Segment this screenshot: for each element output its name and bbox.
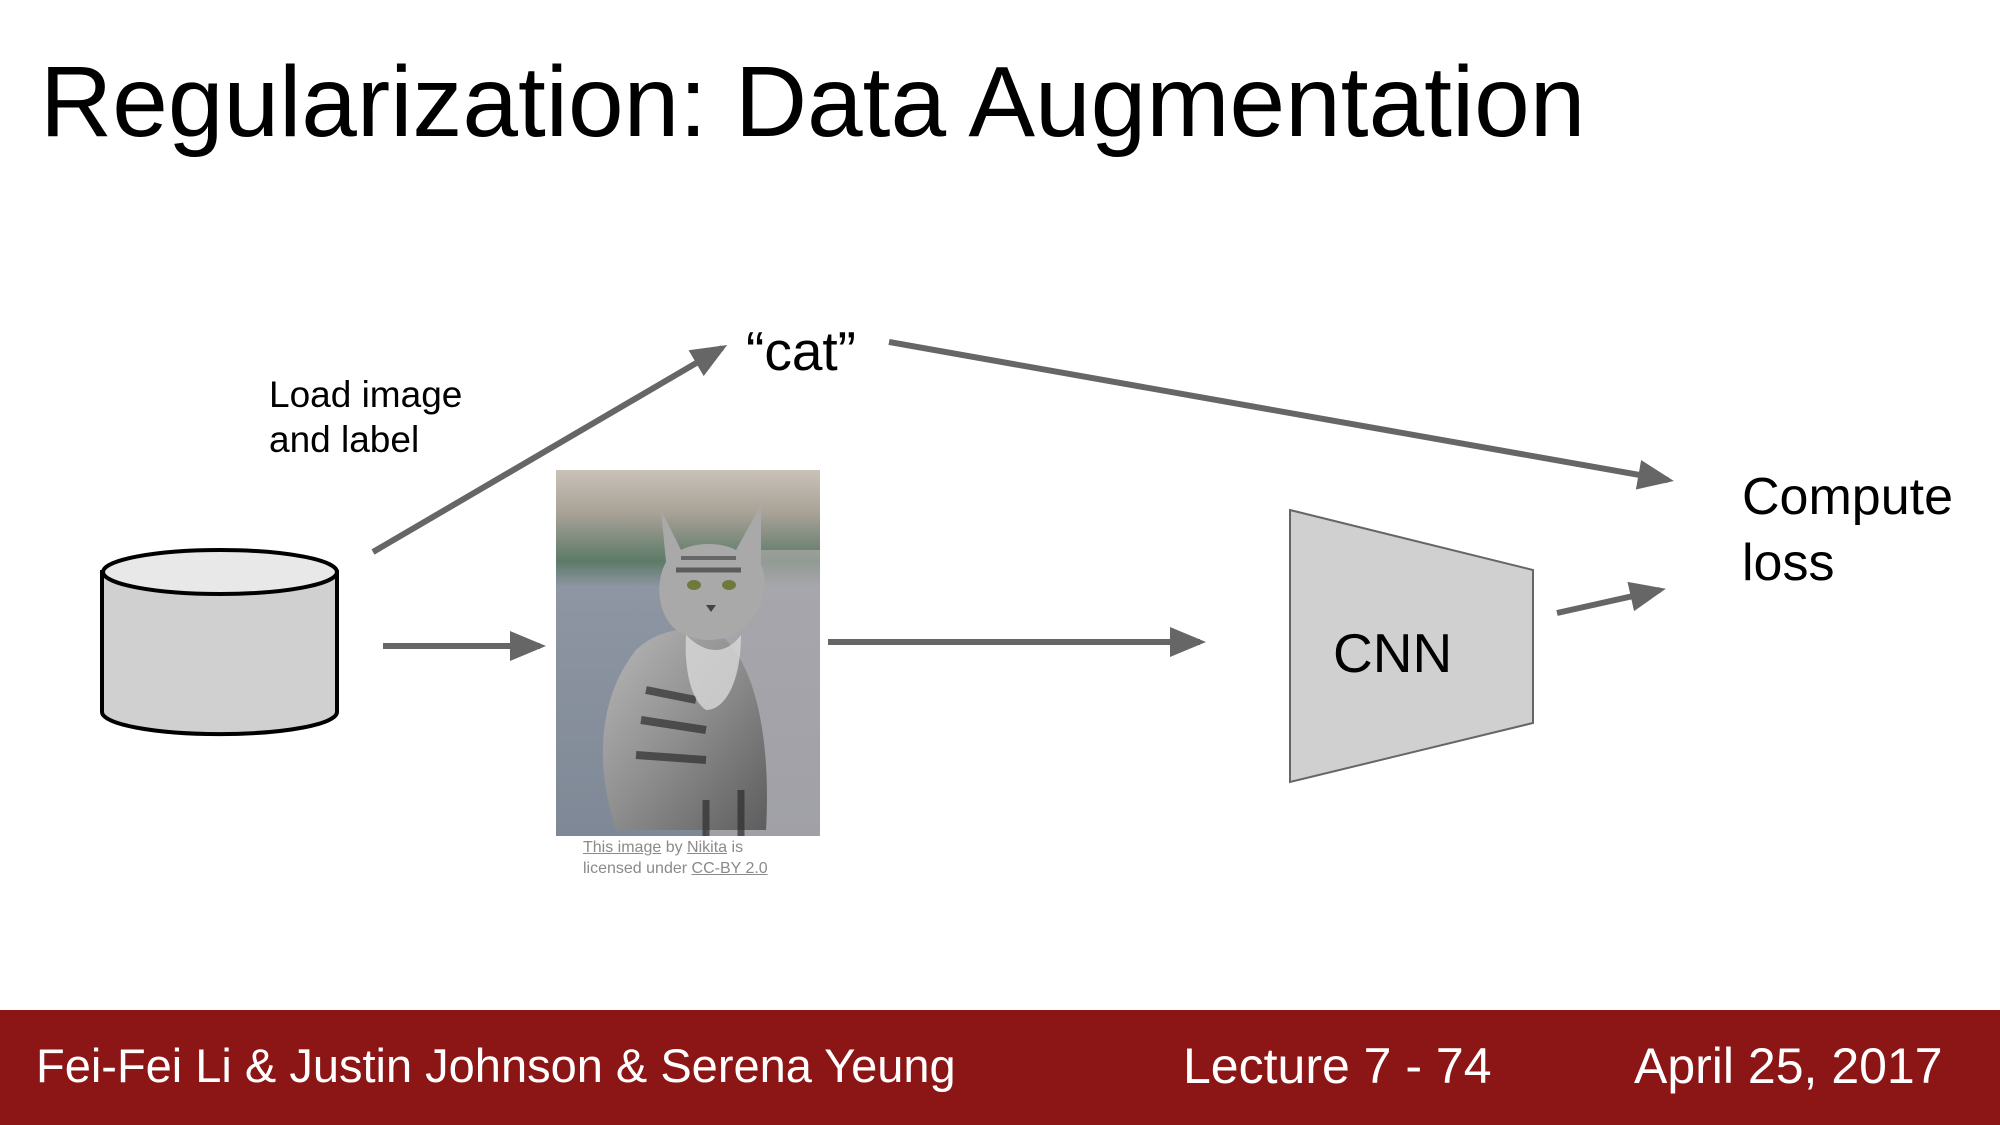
- credit-licensed: licensed under: [583, 860, 692, 877]
- cnn-block: [1289, 508, 1534, 784]
- compute-line2: loss: [1742, 534, 1835, 592]
- credit-license-link[interactable]: CC-BY 2.0: [691, 860, 768, 877]
- footer-lecture: Lecture 7 - 74: [1183, 1038, 1492, 1094]
- footer-date: April 25, 2017: [1634, 1038, 1943, 1094]
- footer-authors: Fei-Fei Li & Justin Johnson & Serena Yeu…: [36, 1039, 956, 1092]
- credit-by: by: [661, 839, 688, 856]
- arrow-cnn-to-loss: [1556, 581, 1666, 616]
- load-label: Load image and label: [269, 372, 462, 462]
- database-icon: [100, 548, 339, 737]
- compute-line1: Compute: [1742, 468, 1953, 526]
- credit-is: is: [727, 839, 744, 856]
- diagram: [100, 339, 1674, 784]
- footer-bar: Fei-Fei Li & Justin Johnson & Serena Yeu…: [0, 1010, 2000, 1125]
- compute-loss-label: Compute loss: [1742, 464, 1953, 596]
- load-label-line1: Load image: [269, 374, 463, 415]
- slide-title: Regularization: Data Augmentation: [40, 46, 1586, 158]
- cat-label: “cat”: [746, 320, 856, 382]
- arrow-label-to-loss: [888, 339, 1674, 490]
- image-credit: This image by Nikita is licensed under C…: [583, 837, 768, 879]
- cnn-label: CNN: [1333, 622, 1453, 684]
- credit-image-link[interactable]: This image: [583, 839, 662, 856]
- load-label-line2: and label: [269, 419, 420, 460]
- credit-author-link[interactable]: Nikita: [687, 839, 728, 856]
- cat-photo: [556, 470, 820, 836]
- arrow-load-to-label: [371, 344, 728, 555]
